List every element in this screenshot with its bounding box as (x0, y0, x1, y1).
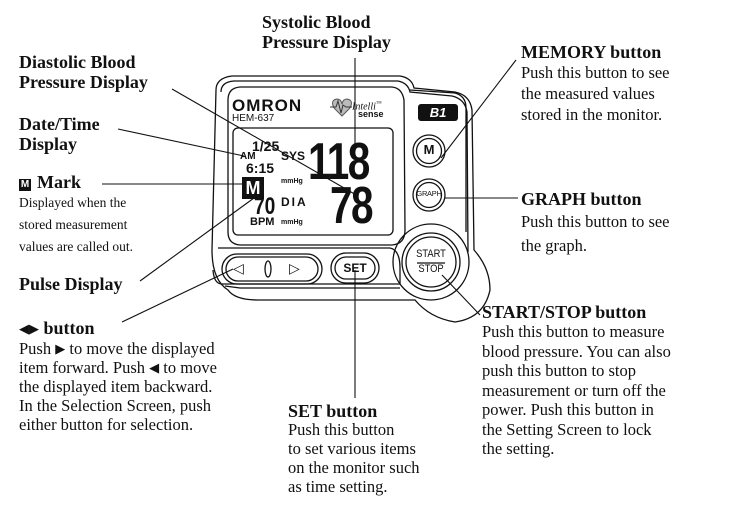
lcd-time: 6:15 (246, 160, 275, 176)
callout-memory-title: MEMORY button (521, 42, 662, 62)
set-desc-line: to set various items (288, 439, 416, 458)
leader-datetime (117, 128, 245, 157)
memory-desc-line: the measured values (521, 84, 655, 103)
callout-arrows-desc: Push ▶ to move the displayed item forwar… (19, 339, 217, 434)
set-desc-line: as time setting. (288, 477, 388, 496)
memory-desc-line: Push this button to see (521, 63, 670, 82)
device-outer-shell (211, 75, 491, 323)
memory-desc-line: stored in the monitor. (521, 105, 663, 124)
leader-startstop (441, 274, 481, 316)
model-number: HEM-637 (232, 113, 275, 124)
callout-set-title: SET button (288, 401, 378, 421)
lcd-sys-unit: mmHg (281, 178, 303, 185)
callout-mark-desc: Displayed when the stored measurement va… (19, 192, 133, 258)
lcd-ampm: AM (240, 151, 256, 162)
intellisense-top: Intelli™ (352, 101, 382, 113)
right-triangle-icon: ▶ (29, 321, 39, 336)
set-desc-line: Push this button (288, 420, 395, 439)
start-stop-button-ring (401, 232, 461, 292)
start-stop-ring-outer (392, 223, 470, 301)
lcd-memory-mark-box (242, 177, 264, 199)
callout-graph-title: GRAPH button (521, 189, 642, 209)
start-stop-button[interactable]: START STOP (406, 247, 456, 277)
callout-startstop-title: START/STOP button (482, 302, 647, 322)
startstop-desc-line: power. Push this button in (482, 400, 654, 419)
badge-box (418, 104, 458, 121)
left-triangle-icon: ◀ (19, 321, 29, 336)
arrows-desc-line: In the Selection Screen, push (19, 396, 211, 415)
set-desc-line: on the monitor such (288, 458, 420, 477)
startstop-desc-line: blood pressure. You can also (482, 341, 671, 361)
callout-datetime: Date/Time Display (19, 114, 100, 154)
leader-lines (102, 58, 518, 398)
startstop-desc-line: the Setting Screen to lock (482, 419, 652, 439)
callout-pulse: Pulse Display (19, 274, 123, 294)
startstop-desc-line: the setting. (482, 439, 555, 458)
display-bezel (227, 86, 406, 246)
callout-systolic-title-1: Systolic Blood (262, 12, 371, 32)
graph-button[interactable]: GRAPH (416, 189, 442, 198)
device-outer-shell-inner (220, 80, 469, 253)
right-arrow-button[interactable]: ▷ (289, 260, 300, 276)
leader-arrows (121, 268, 234, 323)
callout-datetime-title-1: Date/Time (19, 114, 100, 134)
arrows-desc-line: the displayed item backward. (19, 377, 213, 396)
lcd-sys-label: SYS (281, 149, 306, 163)
startstop-desc-line: push this button to stop (482, 361, 637, 380)
lcd-systolic-value: 118 (308, 133, 370, 191)
button-column (409, 89, 467, 232)
brand-logo: OMRON (232, 96, 303, 115)
arrow-button-pill (221, 253, 323, 285)
left-arrow-button[interactable]: ◁ (233, 260, 244, 276)
leader-memory (440, 59, 517, 159)
intellisense-bottom: sense (358, 109, 384, 119)
graph-desc-line: the graph. (521, 236, 587, 255)
mark-desc-line: Displayed when the (19, 195, 127, 210)
left-triangle-icon: ◀ (149, 360, 160, 375)
callout-memory-desc: Push this button to see the measured val… (521, 62, 670, 125)
leader-pulse (139, 197, 255, 282)
graph-desc-line: Push this button to see (521, 212, 670, 231)
lcd-dia-unit: mmHg (281, 219, 303, 226)
arrows-desc-line: either button for selection. (19, 415, 194, 434)
callout-systolic-title-2: Pressure Display (262, 32, 391, 52)
arrows-desc-line: item forward. Push ◀ to move (19, 358, 217, 377)
startstop-desc-line: Push this button to measure (482, 322, 665, 341)
b1-badge: B1 (429, 105, 447, 120)
right-triangle-icon: ▶ (55, 341, 66, 356)
mark-title-text: Mark (37, 172, 81, 192)
arrows-desc-line: Push ▶ to move the displayed (19, 339, 215, 358)
callout-startstop-desc: Push this button to measure blood pressu… (482, 322, 671, 459)
lcd-diastolic-value: 78 (330, 177, 374, 235)
lcd-pulse-value: 70 (254, 193, 276, 220)
callout-diastolic-title-2: Pressure Display (19, 72, 148, 92)
memory-button[interactable]: M (423, 142, 435, 157)
callout-systolic: Systolic Blood Pressure Display (262, 12, 391, 52)
lcd-window (232, 127, 394, 236)
set-button[interactable]: SET (343, 261, 367, 275)
stop-label: STOP (418, 263, 444, 275)
mark-desc-line: stored measurement (19, 217, 128, 232)
mark-desc-line: values are called out. (19, 239, 133, 254)
callout-datetime-title-2: Display (19, 134, 78, 154)
callout-set-desc: Push this button to set various items on… (288, 420, 420, 496)
heart-logo-icon (330, 98, 352, 117)
memory-mark-icon: M (19, 179, 31, 191)
callout-diastolic-title-1: Diastolic Blood (19, 52, 136, 72)
leader-diastolic (171, 88, 359, 197)
lcd-memory-mark: M (245, 178, 261, 198)
callout-graph-desc: Push this button to see the graph. (521, 210, 670, 258)
arrows-title-text: button (43, 318, 95, 338)
lcd-date: 1/25 (252, 138, 280, 154)
memory-button-ring (412, 134, 446, 168)
start-label: START (416, 248, 446, 260)
lcd-pulse-unit: BPM (250, 216, 275, 228)
graph-button-ring (412, 178, 446, 212)
lcd-dia-label: DIA (281, 195, 308, 209)
callout-mark-title: M Mark (19, 172, 81, 192)
callout-diastolic: Diastolic Blood Pressure Display (19, 52, 148, 92)
startstop-desc-line: measurement or turn off the (482, 380, 666, 400)
callout-arrows-title: ◀▶ button (19, 318, 95, 339)
